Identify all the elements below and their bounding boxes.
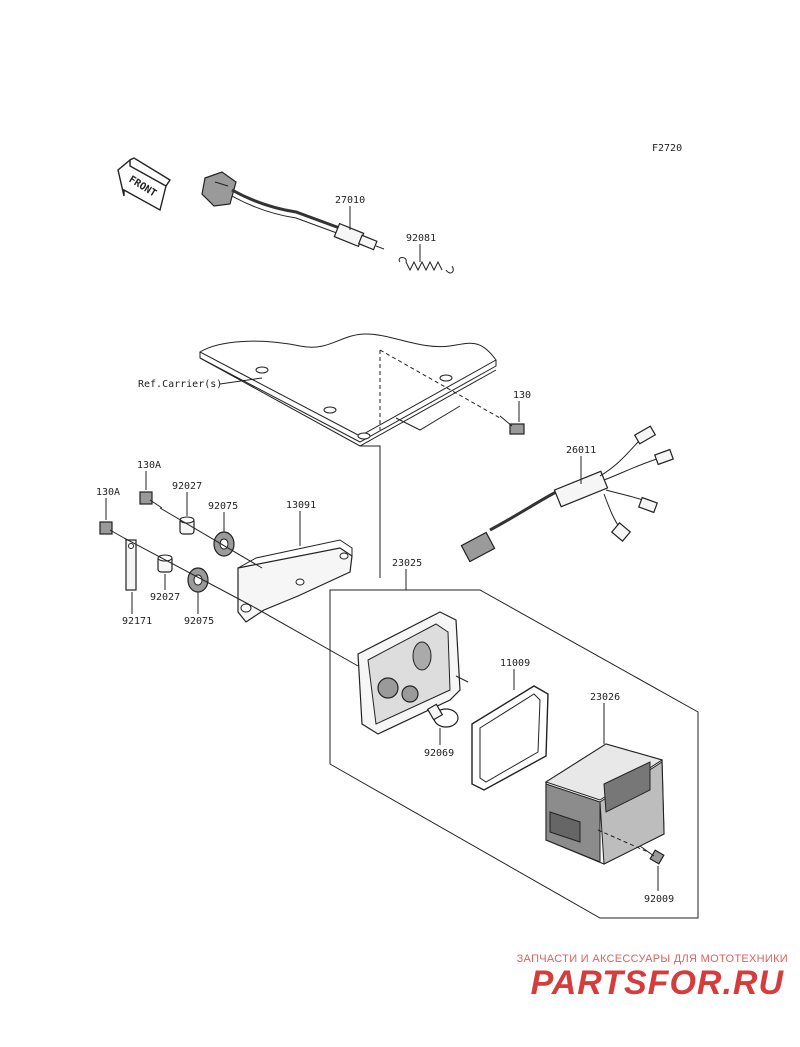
part-label-23025: 23025: [392, 558, 422, 569]
part-label-13091: 13091: [286, 500, 316, 511]
carrier-plate: [198, 333, 501, 578]
part-label-130a-lower: 130A: [96, 487, 120, 498]
bolt-130a-upper: [139, 491, 163, 509]
ref-carrier-label: Ref.Carrier(s): [138, 379, 222, 390]
diagram-code: F2720: [652, 143, 682, 154]
part-label-27010: 27010: [335, 195, 365, 206]
part-label-92069: 92069: [424, 748, 454, 759]
part-label-92009: 92009: [644, 894, 674, 905]
harness-26011: [460, 425, 674, 563]
spring-92081: [398, 257, 454, 274]
watermark-tagline: ЗАПЧАСТИ И АКСЕССУАРЫ ДЛЯ МОТОТЕХНИКИ: [516, 953, 788, 965]
part-label-23026: 23026: [590, 692, 620, 703]
watermark-logo: PARTSFOR.RU: [530, 964, 784, 1002]
grommet-92075-lower: [187, 567, 209, 593]
collar-92027-upper: [179, 516, 195, 535]
gasket-11009: [471, 685, 549, 791]
part-label-130: 130: [513, 390, 531, 401]
screw-92009: [639, 845, 665, 865]
part-label-92075-upper: 92075: [208, 501, 238, 512]
front-arrow-icon: FRONT: [117, 157, 171, 212]
lamp-housing: [357, 611, 469, 735]
bolt-130a-lower: [99, 521, 125, 539]
brake-switch-27010: [201, 171, 385, 251]
part-label-130a-upper: 130A: [137, 460, 161, 471]
bracket-13091: [237, 539, 353, 623]
collar-92027-lower: [157, 554, 173, 573]
lens-23026: [544, 743, 665, 865]
part-label-26011: 26011: [566, 445, 596, 456]
part-label-92027-lower: 92027: [150, 592, 180, 603]
bolt-130: [499, 415, 525, 435]
part-label-92081: 92081: [406, 233, 436, 244]
part-label-92027-upper: 92027: [172, 481, 202, 492]
plate-92171: [125, 539, 137, 591]
grommet-92075-upper: [213, 531, 235, 557]
bulb-92069: [426, 703, 459, 728]
part-label-92075-lower: 92075: [184, 616, 214, 627]
part-label-92171: 92171: [122, 616, 152, 627]
part-label-11009: 11009: [500, 658, 530, 669]
